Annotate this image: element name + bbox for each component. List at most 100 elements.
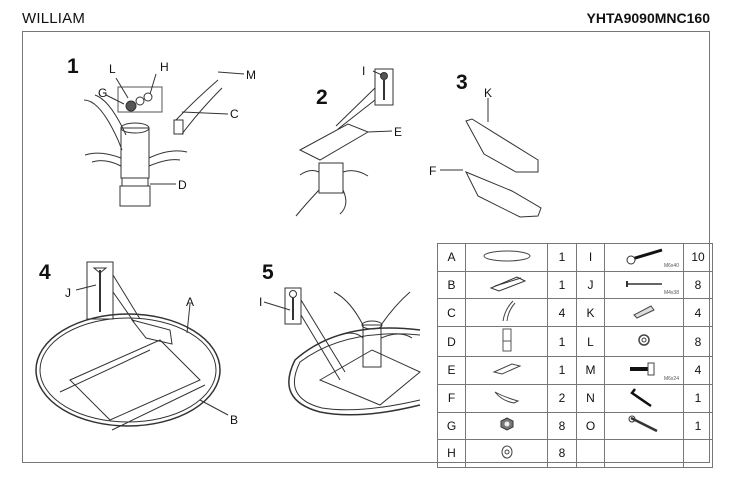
part-image: M6x40: [604, 243, 684, 272]
label-H: H: [160, 60, 169, 74]
part-letter: F: [437, 383, 466, 413]
part-spec: M4x38: [663, 290, 679, 296]
part-quantity: 4: [683, 298, 713, 327]
part-letter: N: [576, 383, 605, 413]
label-B: B: [230, 413, 239, 427]
label-J: J: [65, 286, 71, 300]
flat-washer-icon: [500, 445, 514, 463]
part-image: [604, 298, 684, 327]
label-I: I: [362, 64, 366, 78]
part-image: [465, 298, 548, 327]
dowel-icon: [631, 305, 657, 322]
label-I-step5: I: [259, 295, 263, 309]
label-M: M: [246, 68, 256, 82]
label-L: L: [109, 62, 116, 76]
step-5-number: 5: [262, 261, 274, 284]
pedestal-column-icon: [500, 328, 514, 356]
part-quantity: 1: [547, 356, 577, 385]
part-letter: C: [437, 298, 466, 327]
part-quantity: 8: [683, 270, 713, 299]
leg-icon: [497, 300, 517, 326]
oval-tabletop-icon: [482, 250, 532, 266]
step-2-drawing: [295, 68, 394, 217]
part-letter: B: [437, 270, 466, 299]
part-quantity: 8: [547, 439, 577, 468]
label-G: G: [98, 86, 108, 100]
label-F: F: [429, 164, 437, 178]
label-C: C: [230, 107, 239, 121]
part-quantity: [683, 439, 713, 468]
step-5-drawing: [263, 287, 421, 416]
part-image: [604, 383, 684, 413]
part-image: [604, 326, 684, 357]
step-3-drawing: [440, 98, 542, 218]
part-letter: M: [576, 356, 605, 385]
part-letter: H: [437, 439, 466, 468]
part-image: [465, 270, 548, 299]
part-image: [465, 326, 548, 357]
step-3-number: 3: [456, 71, 468, 94]
part-quantity: 1: [547, 270, 577, 299]
label-E: E: [394, 125, 403, 139]
label-D: D: [178, 178, 187, 192]
part-quantity: 1: [683, 411, 713, 440]
part-letter: J: [576, 270, 605, 299]
mounting-plate-icon: [491, 363, 522, 379]
label-A: A: [186, 295, 195, 309]
part-image: M4x38: [604, 270, 684, 299]
wrench-icon: [627, 415, 661, 437]
step-4-number: 4: [39, 261, 51, 284]
part-letter: G: [437, 411, 466, 440]
part-spec: M6x24: [663, 375, 679, 382]
part-quantity: 1: [683, 383, 713, 413]
part-letter: A: [437, 243, 466, 272]
part-quantity: 4: [683, 356, 713, 385]
spring-washer-icon: [637, 334, 651, 350]
bolt-icon: [622, 248, 666, 268]
step-2-number: 2: [316, 86, 328, 109]
part-image: M6x24: [604, 356, 684, 385]
part-spec: M6x40: [663, 262, 679, 269]
document-title: WILLIAM: [22, 10, 86, 27]
part-letter: O: [576, 411, 605, 440]
model-code: YHTA9090MNC160: [586, 10, 710, 26]
part-quantity: 1: [547, 243, 577, 272]
label-K: K: [484, 86, 493, 100]
part-quantity: 4: [547, 298, 577, 327]
hex-nut-icon: [500, 417, 514, 434]
part-image: [465, 411, 548, 440]
part-letter: K: [576, 298, 605, 327]
step-4-drawing: [35, 261, 229, 431]
hanger-bolt-icon: [626, 362, 662, 380]
frame-bracket-icon: [487, 276, 527, 295]
apron-rail-icon: [492, 391, 522, 408]
part-quantity: 8: [547, 411, 577, 440]
part-letter: [576, 439, 605, 468]
part-quantity: 10: [683, 243, 713, 272]
wood-screw-icon: [622, 278, 666, 292]
part-image: [465, 243, 548, 272]
part-quantity: 8: [683, 326, 713, 357]
part-letter: L: [576, 326, 605, 357]
part-quantity: 2: [547, 383, 577, 413]
part-image: [465, 383, 548, 413]
step-1-drawing: [83, 71, 245, 207]
part-image: [604, 411, 684, 440]
part-image: [465, 356, 548, 385]
allen-key-icon: [629, 387, 659, 412]
part-image: [604, 439, 684, 468]
part-image: [465, 439, 548, 468]
part-letter: I: [576, 243, 605, 272]
part-letter: D: [437, 326, 466, 357]
step-1-number: 1: [67, 55, 79, 78]
